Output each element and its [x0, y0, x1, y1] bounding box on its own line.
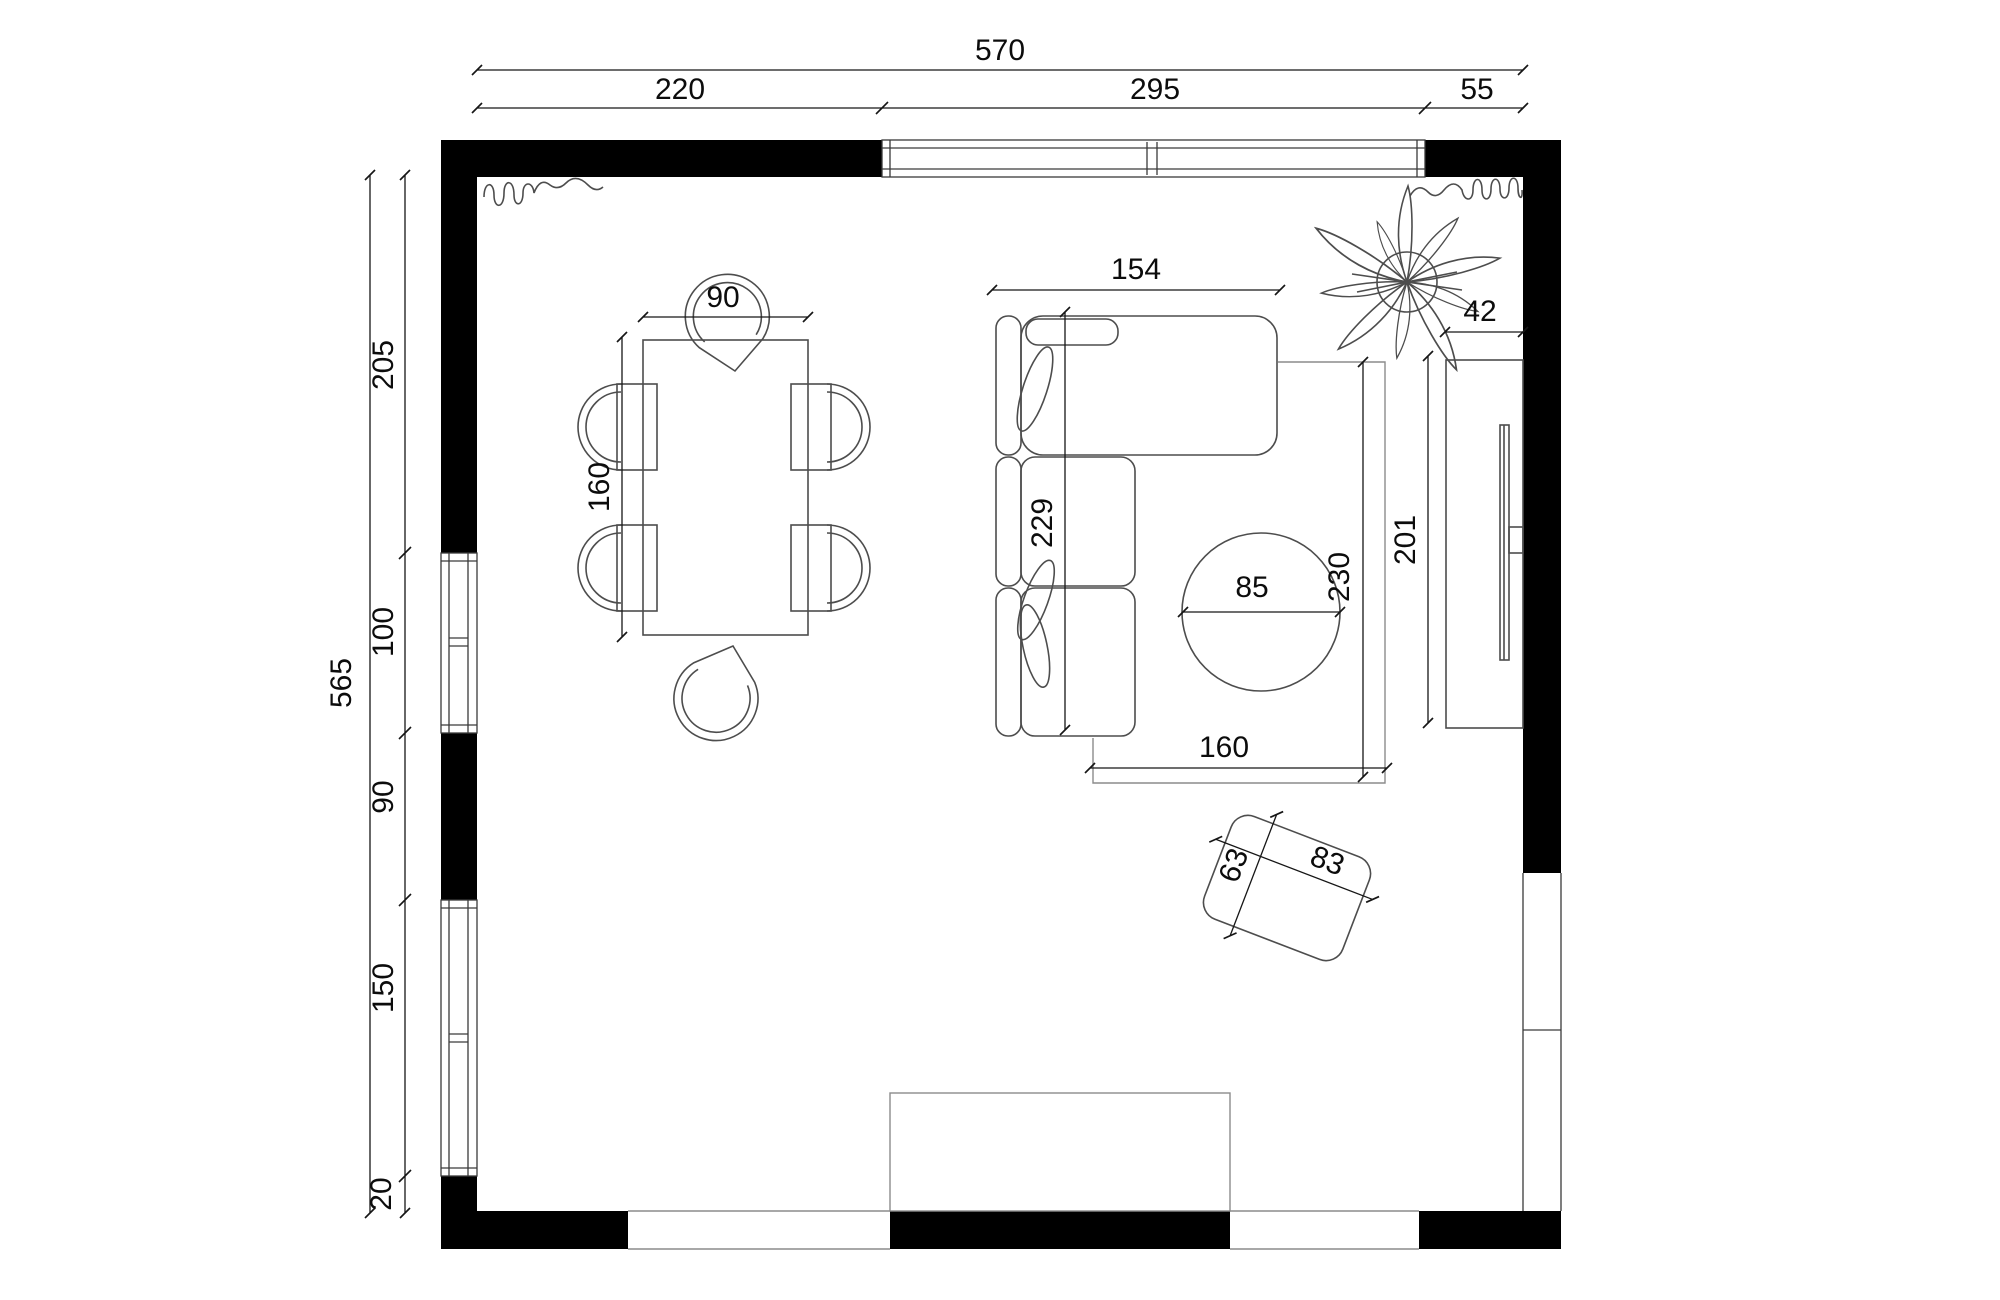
sofa-back-cushion: [1025, 318, 1119, 346]
dim-living-width: 160: [1199, 731, 1249, 764]
dining-chair: [577, 524, 658, 612]
window-left-lower: [440, 899, 478, 1177]
tv-unit: [1445, 359, 1524, 729]
dining-area: [577, 268, 871, 753]
window-top: [881, 139, 1426, 178]
living-area: 83 63: [995, 185, 1524, 962]
sofa-chaise: [1020, 315, 1278, 456]
wall-left-upper: [441, 177, 477, 553]
dining-head-chair: [662, 632, 774, 753]
dim-ottoman-width: 63: [1213, 844, 1256, 887]
walls: [441, 140, 1561, 1249]
dim-top-segment: 295: [1130, 73, 1180, 106]
wall-top-right: [1425, 140, 1561, 177]
dim-chaise-width: 154: [1111, 253, 1161, 286]
sofa-armrest: [995, 456, 1022, 587]
ottoman: 83 63: [1202, 810, 1380, 962]
dim-left-segment: 150: [367, 963, 400, 1013]
dimension-lines: 570 220 295 55 565 205 100 90 150 20 90 …: [325, 34, 1529, 1219]
wall-left-middle: [441, 733, 477, 900]
dim-left-segment: 20: [365, 1177, 398, 1210]
sofa: [995, 315, 1278, 737]
dim-left-segment: 100: [367, 607, 400, 657]
sofa-pillow: [1016, 559, 1056, 641]
wall-bottom-right: [1419, 1211, 1561, 1249]
dim-left-segment: 205: [367, 340, 400, 390]
break-line-right-icon: [1409, 177, 1523, 200]
dining-table: [642, 339, 809, 636]
wall-top-left: [441, 140, 882, 177]
wall-bottom-middle: [890, 1211, 1230, 1249]
sofa-pillow: [1016, 346, 1054, 432]
opening-right-lower: [1522, 873, 1562, 1211]
dim-coffee-table: 85: [1235, 571, 1268, 604]
wall-left-lower: [441, 1176, 477, 1211]
sofa-pillow: [1019, 604, 1051, 688]
dining-chair: [790, 524, 871, 612]
sofa-seat: [1020, 587, 1136, 737]
dining-chair: [577, 383, 658, 471]
dim-tv-wall: 201: [1389, 515, 1422, 565]
dim-living-depth: 230: [1323, 552, 1356, 602]
opening-bottom-right: [1230, 1210, 1419, 1250]
dim-left-total: 565: [325, 658, 358, 708]
sideboard: [889, 1092, 1231, 1212]
sofa-armrest: [995, 587, 1022, 737]
tv-cabinet: [1445, 359, 1524, 729]
dim-tv-clearance: 42: [1463, 295, 1496, 328]
dim-top-segment: 220: [655, 73, 705, 106]
wall-right: [1523, 177, 1561, 873]
windows: [440, 139, 1562, 1250]
dim-top-total: 570: [975, 34, 1025, 67]
tv-bracket: [1508, 526, 1524, 554]
opening-bottom-left: [628, 1210, 890, 1250]
wall-bottom-left: [441, 1211, 628, 1249]
dim-table-width: 90: [706, 281, 739, 314]
dim-table-length: 160: [583, 462, 616, 512]
dim-left-segment: 90: [367, 780, 400, 813]
dim-top-segment: 55: [1460, 73, 1493, 106]
plant-icon: [1309, 185, 1502, 373]
window-left-upper: [440, 552, 478, 734]
dining-chair: [790, 383, 871, 471]
dim-sofa-depth: 229: [1026, 498, 1059, 548]
sofa-armrest: [995, 315, 1022, 456]
break-line-left-icon: [483, 177, 604, 207]
